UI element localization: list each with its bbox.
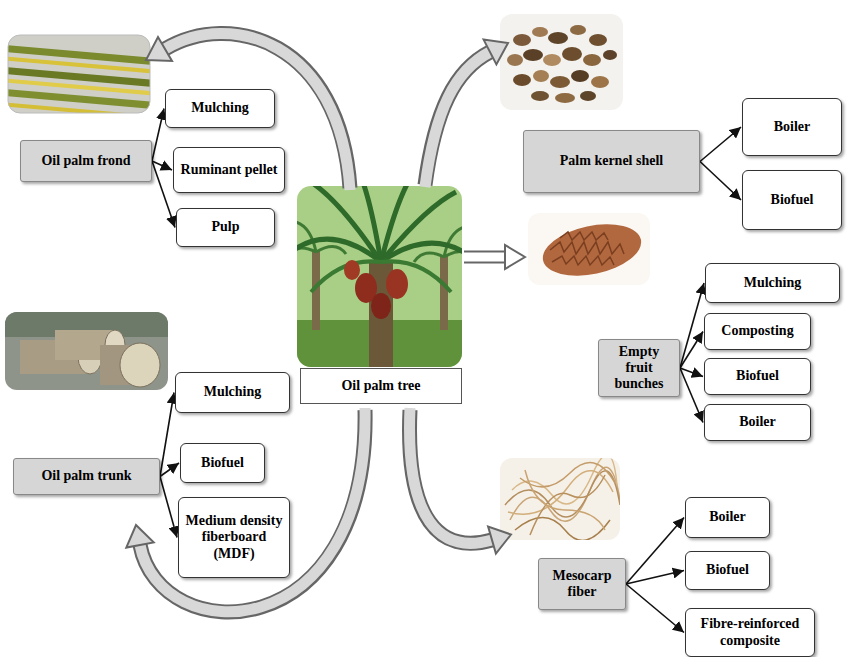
arrow-connector: [152, 161, 175, 228]
box-text: Palm kernel shell: [560, 153, 663, 169]
arrow-connector: [680, 332, 703, 369]
photo-frame: [8, 35, 150, 113]
use-box: Fibre-reinforced composite: [685, 608, 815, 657]
use-box: Mulching: [705, 263, 840, 303]
use-box: Composting: [704, 313, 811, 350]
oil-palm-tree-photo: [297, 186, 462, 367]
use-box: Biofuel: [742, 170, 842, 230]
box-text: Medium density fiberboard (MDF): [184, 513, 284, 561]
arrow-connector: [160, 477, 177, 538]
kernel-shell-photo: [500, 14, 623, 110]
use-box: Biofuel: [704, 358, 811, 395]
arrow-connector: [626, 571, 684, 585]
box-text: Oil palm trunk: [41, 468, 131, 484]
arrow-connector: [680, 283, 704, 368]
source-box: Palm kernel shell: [523, 130, 700, 193]
trunk-photo: [5, 312, 168, 390]
arrow-connector: [700, 162, 741, 201]
box-text: Oil palm frond: [41, 153, 130, 169]
flow-arrow: [425, 40, 508, 187]
arrow-connector: [152, 109, 164, 162]
arrow-connector: [626, 584, 684, 633]
box-text: Mulching: [204, 384, 262, 400]
box-text: Empty fruit bunches: [604, 344, 674, 392]
use-box: Medium density fiberboard (MDF): [178, 497, 290, 578]
box-text: Boiler: [709, 509, 746, 525]
arrow-connector: [160, 393, 174, 477]
empty-fruit-bunch-photo: [528, 213, 650, 285]
use-box: Boiler: [742, 98, 842, 156]
use-box: Ruminant pellet: [173, 147, 285, 193]
flow-arrow: [462, 245, 525, 269]
arrow-connector: [680, 368, 703, 423]
box-text: Fibre-reinforced composite: [691, 616, 809, 648]
use-box: Mulching: [165, 89, 275, 128]
arrow-connector: [700, 127, 741, 162]
flow-arrow: [410, 408, 511, 554]
arrow-connector: [626, 518, 684, 585]
flow-arrow: [126, 408, 365, 612]
use-box: Mulching: [175, 372, 290, 413]
mesocarp-fiber-photo: [500, 458, 620, 540]
box-text: Composting: [721, 323, 793, 339]
box-text: Boiler: [774, 119, 811, 135]
box-text: Pulp: [211, 219, 239, 235]
box-text: Ruminant pellet: [181, 162, 278, 178]
arrow-connector: [160, 463, 179, 477]
box-text: Mulching: [191, 100, 249, 116]
box-text: Biofuel: [706, 562, 749, 578]
use-box: Boiler: [685, 497, 770, 538]
box-text: Mesocarp fiber: [544, 568, 620, 600]
use-box: Boiler: [704, 404, 811, 441]
use-box: Biofuel: [685, 551, 770, 590]
tree-label-box: Oil palm tree: [300, 368, 462, 404]
source-box: Mesocarp fiber: [538, 558, 626, 610]
frond-photo: [8, 35, 150, 113]
box-text: Oil palm tree: [341, 378, 420, 394]
use-box: Biofuel: [180, 443, 265, 483]
box-text: Biofuel: [736, 368, 779, 384]
box-text: Biofuel: [771, 192, 814, 208]
source-box: Oil palm trunk: [13, 458, 160, 495]
box-text: Boiler: [739, 414, 776, 430]
source-box: Oil palm frond: [20, 140, 152, 182]
box-text: Mulching: [744, 275, 802, 291]
box-text: Biofuel: [201, 455, 244, 471]
source-box: Empty fruit bunches: [598, 339, 680, 397]
use-box: Pulp: [176, 208, 275, 247]
